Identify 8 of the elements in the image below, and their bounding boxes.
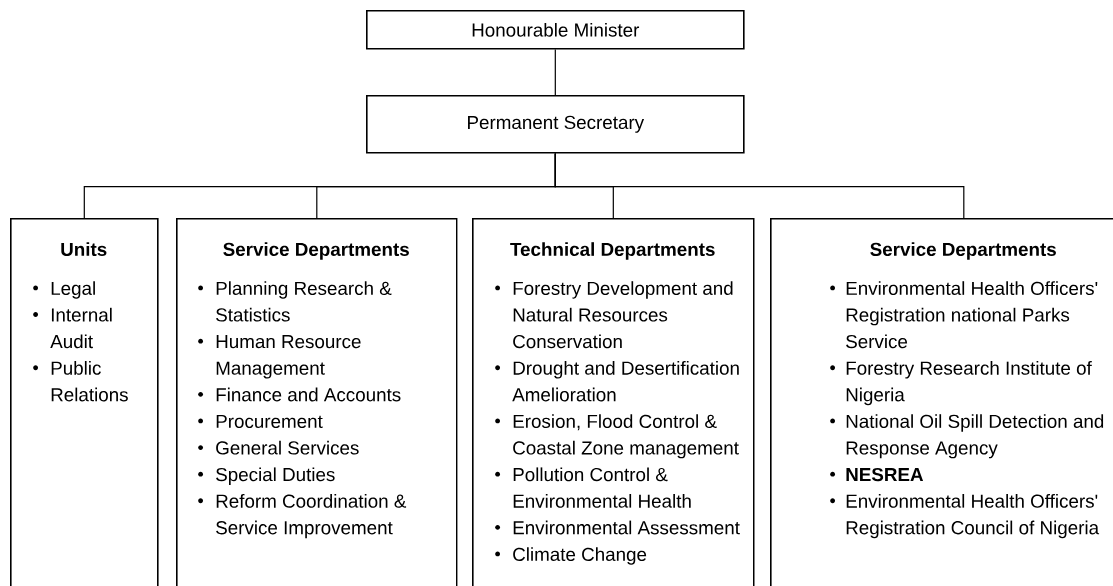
title-box: Honourable Minister <box>366 10 745 50</box>
title-box: Permanent Secretary <box>366 95 745 154</box>
connector-line <box>554 49 556 96</box>
department-box: Service Departments Planning Research & Statistics Human Resource Management Finance and Accounts Procurement General Services Special Duties Reform Coordination & Service Improvement <box>176 218 458 586</box>
department-box: Technical Departments Forestry Development and Natural Resources Conservation Drought and Desertification Amelioration Erosion, Flood Control & Coastal Zone management Pollution Control & Environmental Health Environmental Assessment Climate Change <box>472 218 755 586</box>
department-box: Service Departments Environmental Health Officers' Registration national Parks Service Forestry Research Institute of Nigeria National Oil Spill Detection and Response Agency NESREA Environmental Health Officers' Registration Council of Nigeria <box>770 218 1113 586</box>
connector-line <box>554 153 965 219</box>
department-box: Units Legal Internal Audit Public Relations <box>10 218 159 586</box>
